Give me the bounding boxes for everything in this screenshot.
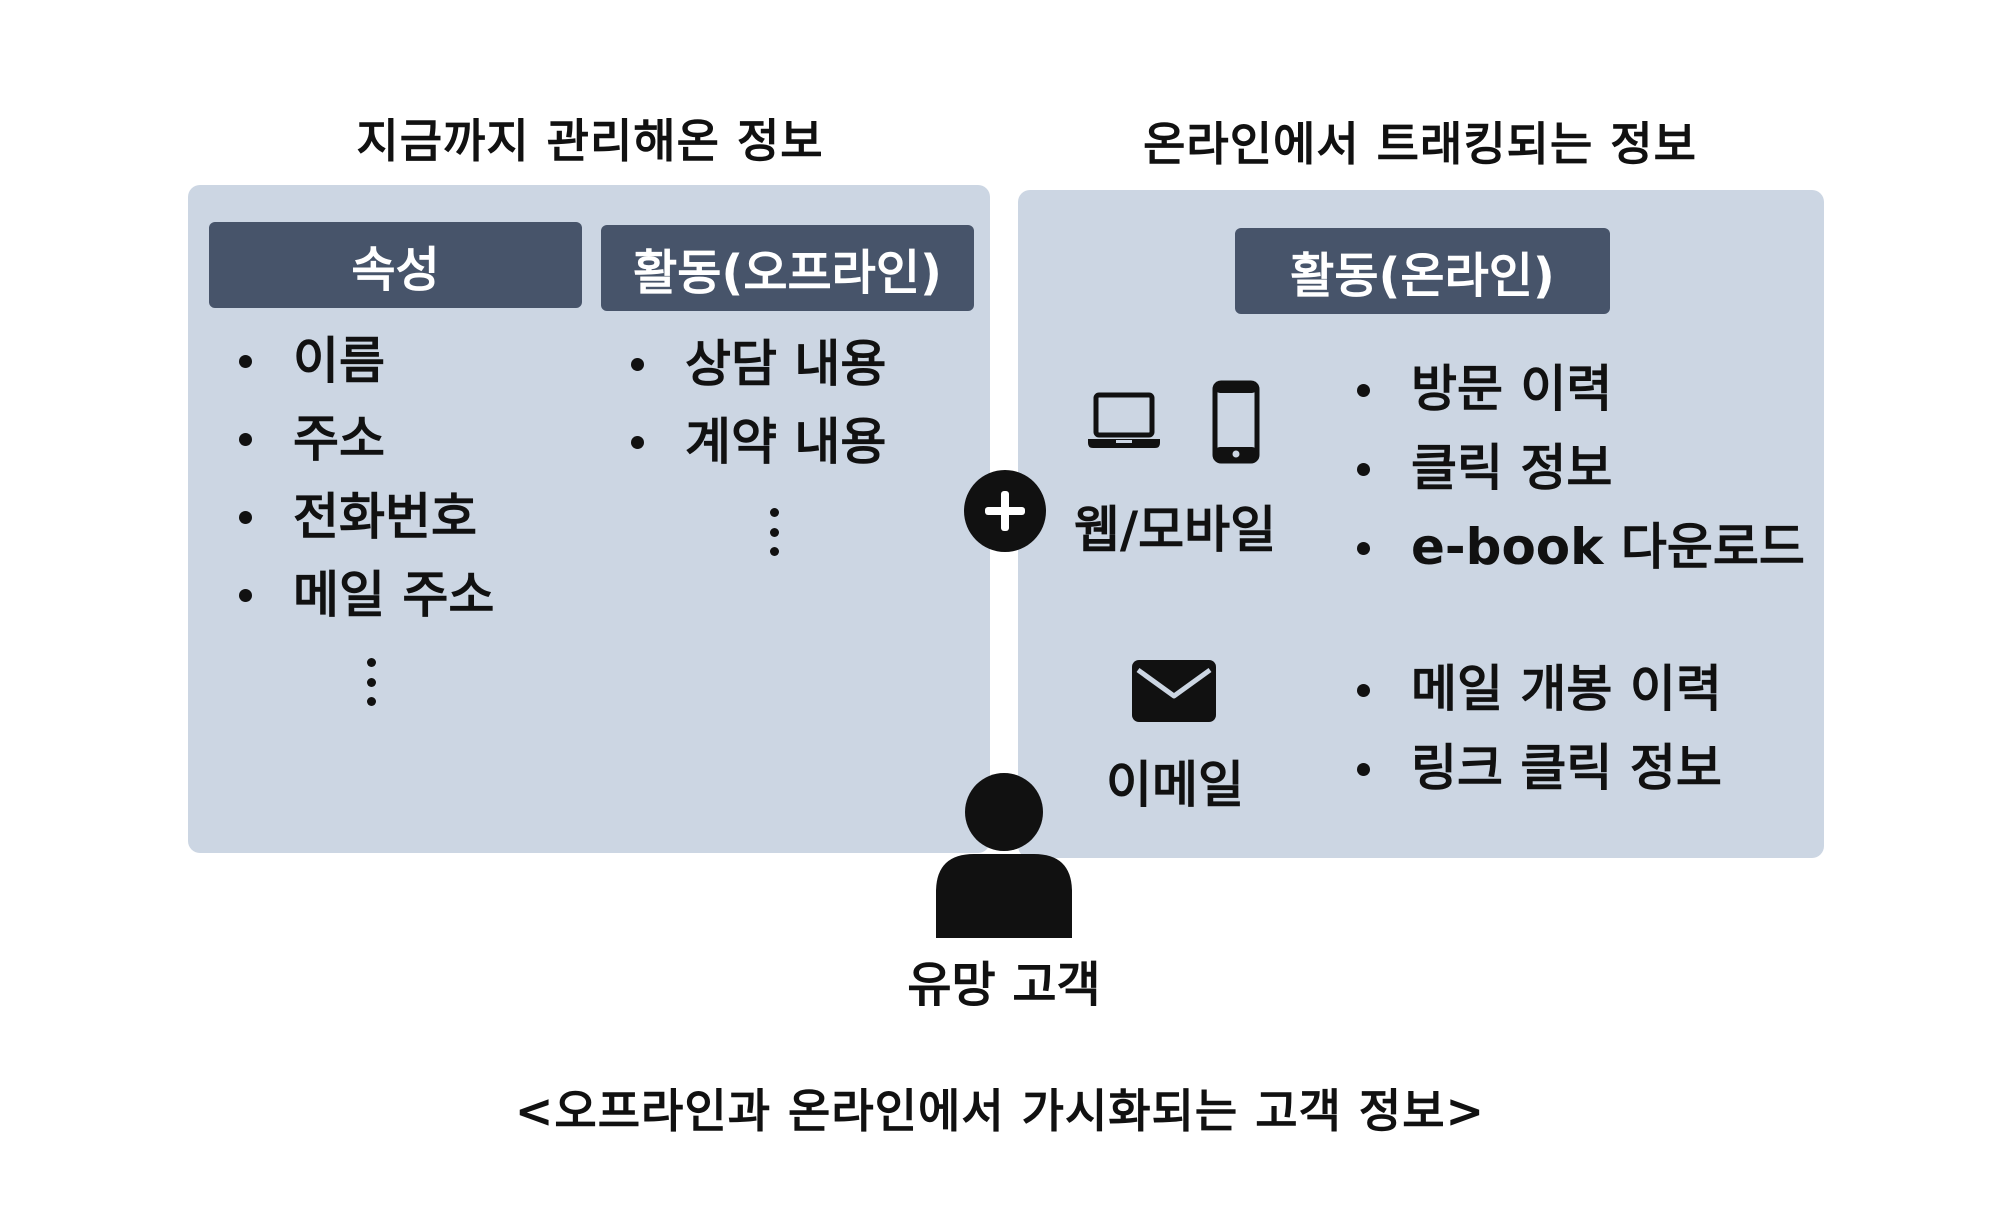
list-item: 주소 <box>235 400 494 478</box>
customer-label: 유망 고객 <box>907 957 1101 1013</box>
list-item: 전화번호 <box>235 478 494 556</box>
plus-icon <box>964 470 1046 552</box>
email-channel-label: 이메일 <box>1106 756 1244 814</box>
offline-section-title: 지금까지 관리해온 정보 <box>356 114 824 168</box>
list-item: 메일 개봉 이력 <box>1353 650 1722 729</box>
online-activity-header: 활동(온라인) <box>1235 228 1610 314</box>
web-mobile-channel-label: 웹/모바일 <box>1073 501 1277 559</box>
list-item: 클릭 정보 <box>1353 429 1805 508</box>
attributes-header: 속성 <box>209 222 582 308</box>
attributes-list: 이름 주소 전화번호 메일 주소 <box>235 322 494 634</box>
list-item: 방문 이력 <box>1353 350 1805 429</box>
list-item: 링크 클릭 정보 <box>1353 729 1722 808</box>
list-item: 메일 주소 <box>235 556 494 634</box>
laptop-icon <box>1088 392 1160 448</box>
online-section-title: 온라인에서 트래킹되는 정보 <box>1143 117 1697 171</box>
list-item: 상담 내용 <box>627 325 886 403</box>
figure-caption: <오프라인과 온라인에서 가시화되는 고객 정보> <box>514 1084 1486 1138</box>
smartphone-icon <box>1212 380 1260 464</box>
offline-activity-header: 활동(오프라인) <box>601 225 974 311</box>
person-icon <box>936 773 1072 938</box>
attributes-more-indicator <box>366 658 376 706</box>
envelope-icon <box>1132 660 1216 722</box>
list-item: 이름 <box>235 322 494 400</box>
list-item: 계약 내용 <box>627 403 886 481</box>
list-item: e-book 다운로드 <box>1353 508 1805 587</box>
offline-activity-more-indicator <box>769 508 779 556</box>
web-mobile-activity-list: 방문 이력 클릭 정보 e-book 다운로드 <box>1353 350 1805 587</box>
email-activity-list: 메일 개봉 이력 링크 클릭 정보 <box>1353 650 1722 808</box>
offline-activity-list: 상담 내용 계약 내용 <box>627 325 886 481</box>
